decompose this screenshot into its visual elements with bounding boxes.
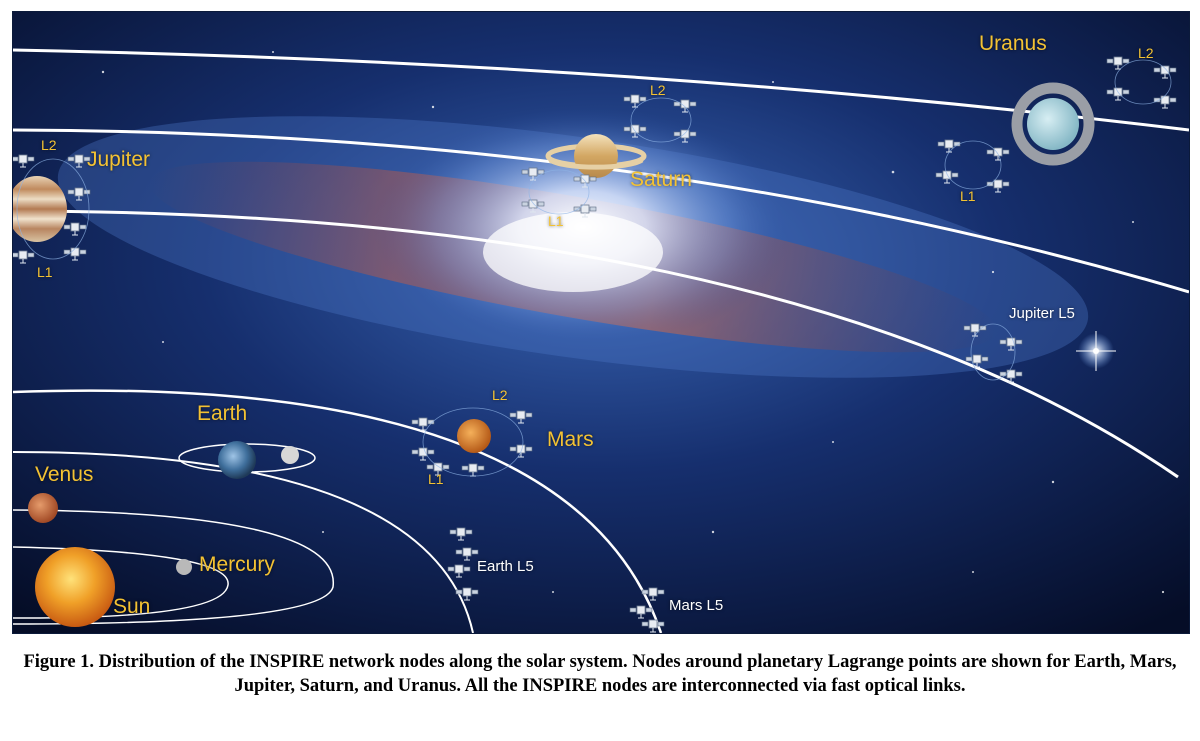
mercury-orbit <box>13 546 229 619</box>
jupiter-label: Jupiter <box>87 148 151 171</box>
venus <box>28 493 58 523</box>
figure-caption: Figure 1. Distribution of the INSPIRE ne… <box>0 650 1200 698</box>
background-stars <box>101 51 1165 594</box>
mercury <box>176 559 192 575</box>
uranus <box>1011 82 1095 166</box>
jupiter-orbit <box>13 209 1179 479</box>
sun <box>35 547 115 627</box>
mars-l5-label: Mars L5 <box>669 597 724 614</box>
earth <box>218 441 256 479</box>
mars-l1-label: L1 <box>428 471 444 487</box>
mars-orbit <box>13 389 663 633</box>
venus-label: Venus <box>35 463 94 486</box>
mars <box>457 419 491 453</box>
lagrange-loops <box>16 59 1172 477</box>
jupiter-l2-label: L2 <box>41 137 57 153</box>
saturn <box>545 134 647 178</box>
uranus-l1-label: L1 <box>960 188 976 204</box>
sun-label: Sun <box>113 595 151 618</box>
uranus-label: Uranus <box>979 32 1047 55</box>
venus-orbit <box>13 509 334 625</box>
mars-l2-label: L2 <box>492 387 508 403</box>
earth-orbit <box>13 451 474 633</box>
saturn-label: Saturn <box>630 168 692 191</box>
uranus-l2-label: L2 <box>1138 45 1154 61</box>
milky-way-galaxy <box>57 107 1089 378</box>
saturn-l2-label: L2 <box>650 82 666 98</box>
earth-l5-label: Earth L5 <box>477 558 534 575</box>
figure-canvas <box>13 12 1189 633</box>
saturn-l1-label: L1 <box>548 213 564 229</box>
mercury-label: Mercury <box>199 553 275 576</box>
jupiter-l1-label: L1 <box>37 264 53 280</box>
jupiter <box>13 176 67 242</box>
jupiter-l5-label: Jupiter L5 <box>1009 305 1075 322</box>
mars-label: Mars <box>547 428 594 451</box>
saturn-orbit <box>13 128 1189 294</box>
solar-system-figure: Uranus L2 L1 Saturn L2 L1 Jupiter L2 L1 … <box>12 11 1190 634</box>
figure-caption-text: Figure 1. Distribution of the INSPIRE ne… <box>23 652 1177 696</box>
earth-label: Earth <box>197 402 248 425</box>
moon <box>281 446 299 464</box>
jupiter-l5-star <box>1076 331 1116 371</box>
